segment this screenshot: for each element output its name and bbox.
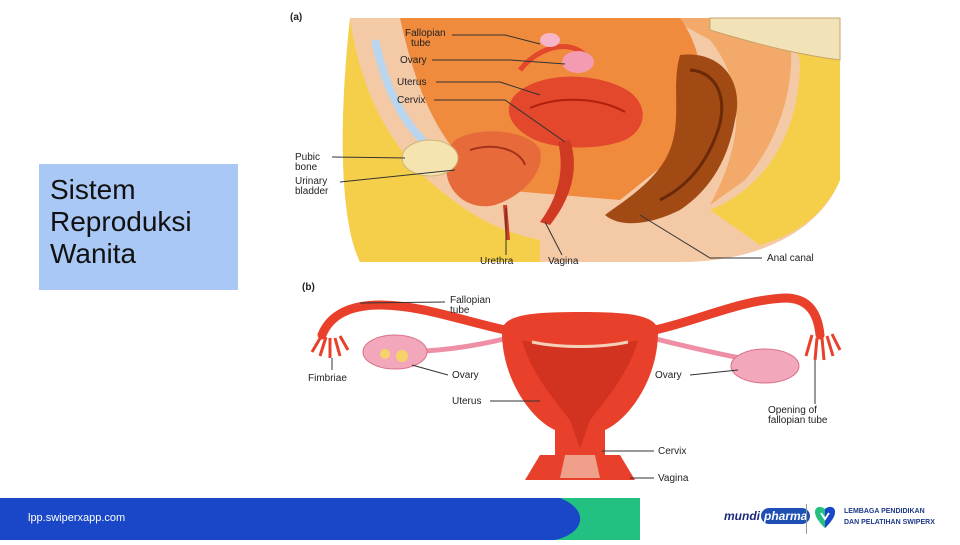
reproductive-anatomy-figure: (a) Fallopian tube Ovary Uterus Cervix P… xyxy=(290,12,842,484)
footer-url-link[interactable]: lpp.swiperxapp.com xyxy=(28,512,126,524)
label-b-fallopian-tube-2: tube xyxy=(450,305,470,316)
label-a-ovary: Ovary xyxy=(400,55,427,66)
label-b-cervix: Cervix xyxy=(658,446,686,457)
title-line-3: Wanita xyxy=(50,238,137,269)
lpp-swiperx-logo-text: LEMBAGA PENDIDIKAN DAN PELATIHAN SWIPERX xyxy=(844,506,960,528)
panel-b-frontal-view: (b) Fallopian tube Fimbri xyxy=(302,282,842,484)
label-a-fallopian-tube-2: tube xyxy=(411,38,431,49)
panel-a-label: (a) xyxy=(290,12,302,23)
label-a-cervix: Cervix xyxy=(397,95,425,106)
title-line-2: Reproduksi xyxy=(50,206,192,237)
panel-a-sagittal-view: (a) Fallopian tube Ovary Uterus Cervix P… xyxy=(290,12,841,267)
label-a-urinary-bladder-1: Urinary xyxy=(295,176,327,187)
label-b-ovary-right: Ovary xyxy=(655,370,682,381)
label-b-vagina: Vagina xyxy=(658,473,689,484)
label-a-uterus: Uterus xyxy=(397,77,426,88)
label-b-opening-1: Opening of xyxy=(768,405,817,416)
panel-b-label: (b) xyxy=(302,282,315,293)
title-box: Sistem Reproduksi Wanita xyxy=(39,164,238,290)
label-b-ovary-left: Ovary xyxy=(452,370,479,381)
mundipharma-logo-text-2: pharma xyxy=(761,508,811,524)
label-b-opening-2: fallopian tube xyxy=(768,415,828,426)
mundipharma-logo-text-1: mundi xyxy=(724,509,760,523)
label-b-fimbriae: Fimbriae xyxy=(308,373,347,384)
label-a-pubic-bone-1: Pubic xyxy=(295,152,320,163)
label-a-pubic-bone-2: bone xyxy=(295,162,318,173)
footer-bar xyxy=(0,498,640,540)
title-line-1: Sistem xyxy=(50,174,136,205)
label-a-anal-canal: Anal canal xyxy=(767,253,814,264)
label-a-urinary-bladder-2: bladder xyxy=(295,186,329,197)
label-b-uterus: Uterus xyxy=(452,396,481,407)
label-a-urethra: Urethra xyxy=(480,256,514,267)
label-a-vagina: Vagina xyxy=(548,256,579,267)
label-a-fallopian-tube-1: Fallopian xyxy=(405,28,446,39)
lpp-text-line-1: LEMBAGA PENDIDIKAN xyxy=(844,508,925,515)
label-b-fallopian-tube-1: Fallopian xyxy=(450,295,491,306)
lpp-swiperx-logo-icon xyxy=(812,498,838,540)
lpp-text-line-2: DAN PELATIHAN SWIPERX xyxy=(844,519,935,526)
logo-divider xyxy=(806,504,807,534)
